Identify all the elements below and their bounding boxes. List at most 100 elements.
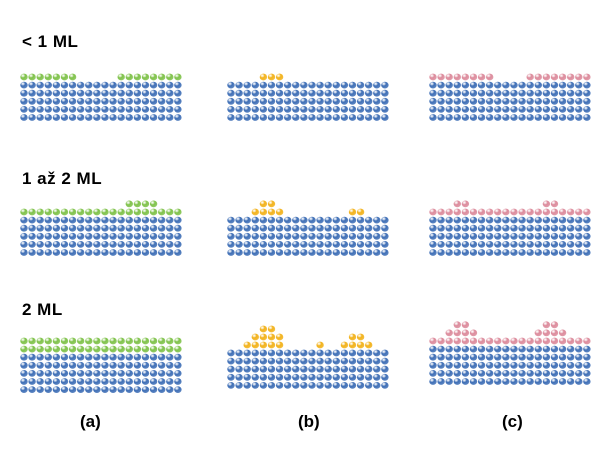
adatom-a [126, 338, 133, 345]
substrate-atom [292, 358, 299, 365]
adatom-b [349, 209, 356, 216]
substrate-atom [357, 249, 364, 256]
substrate-atom [276, 249, 283, 256]
substrate-atom [470, 98, 477, 105]
adatom-c [437, 74, 444, 81]
substrate-atom [559, 249, 566, 256]
adatom-a [93, 209, 100, 216]
substrate-atom [268, 366, 275, 373]
substrate-atom [276, 225, 283, 232]
substrate-atom [244, 217, 251, 224]
substrate-atom [494, 354, 501, 361]
substrate-atom [69, 98, 76, 105]
substrate-atom [77, 233, 84, 240]
substrate-atom [28, 362, 35, 369]
substrate-atom [365, 106, 372, 113]
substrate-atom [446, 90, 453, 97]
substrate-atom [543, 233, 550, 240]
adatom-c [527, 209, 534, 216]
substrate-atom [292, 82, 299, 89]
substrate-atom [325, 225, 332, 232]
substrate-atom [308, 350, 315, 357]
substrate-atom [454, 370, 461, 377]
substrate-atom [252, 114, 259, 121]
substrate-atom [510, 82, 517, 89]
substrate-atom [527, 233, 534, 240]
adatom-c [446, 338, 453, 345]
substrate-atom [134, 370, 141, 377]
adatom-a [166, 338, 173, 345]
substrate-atom [462, 354, 469, 361]
substrate-atom [268, 114, 275, 121]
substrate-atom [446, 106, 453, 113]
adatom-c [535, 330, 542, 337]
substrate-atom [502, 241, 509, 248]
adatom-a [93, 346, 100, 353]
substrate-atom [543, 378, 550, 385]
adatom-c [567, 338, 574, 345]
substrate-atom [543, 249, 550, 256]
substrate-atom [325, 382, 332, 389]
substrate-atom [77, 90, 84, 97]
substrate-atom [292, 106, 299, 113]
substrate-atom [61, 98, 68, 105]
substrate-atom [543, 370, 550, 377]
substrate-atom [543, 90, 550, 97]
substrate-atom [325, 249, 332, 256]
substrate-atom [575, 354, 582, 361]
adatom-a [134, 74, 141, 81]
substrate-atom [518, 217, 525, 224]
substrate-atom [37, 82, 44, 89]
adatom-b [260, 74, 267, 81]
adatom-a [101, 346, 108, 353]
substrate-atom [174, 241, 181, 248]
substrate-atom [37, 378, 44, 385]
substrate-atom [292, 241, 299, 248]
substrate-atom [486, 233, 493, 240]
substrate-atom [150, 114, 157, 121]
adatom-a [28, 346, 35, 353]
substrate-atom [235, 358, 242, 365]
substrate-atom [284, 233, 291, 240]
substrate-atom [45, 241, 52, 248]
substrate-atom [93, 354, 100, 361]
substrate-atom [551, 98, 558, 105]
substrate-atom [93, 90, 100, 97]
substrate-atom [527, 90, 534, 97]
substrate-atom [244, 98, 251, 105]
substrate-atom [244, 374, 251, 381]
substrate-atom [284, 241, 291, 248]
substrate-atom [527, 82, 534, 89]
substrate-atom [502, 106, 509, 113]
substrate-atom [510, 370, 517, 377]
adatom-c [583, 338, 590, 345]
substrate-atom [308, 366, 315, 373]
substrate-atom [437, 362, 444, 369]
adatom-c [559, 74, 566, 81]
substrate-atom [166, 241, 173, 248]
adatom-a [166, 74, 173, 81]
substrate-atom [373, 233, 380, 240]
substrate-atom [118, 362, 125, 369]
substrate-atom [174, 378, 181, 385]
substrate-atom [28, 98, 35, 105]
substrate-atom [470, 82, 477, 89]
substrate-atom [244, 241, 251, 248]
substrate-atom [373, 98, 380, 105]
substrate-atom [535, 370, 542, 377]
substrate-atom [583, 106, 590, 113]
substrate-atom [486, 249, 493, 256]
adatom-c [486, 338, 493, 345]
substrate-atom [333, 358, 340, 365]
substrate-atom [583, 225, 590, 232]
substrate-atom [134, 249, 141, 256]
substrate-atom [61, 225, 68, 232]
substrate-atom [28, 354, 35, 361]
substrate-atom [158, 233, 165, 240]
substrate-atom [53, 241, 60, 248]
substrate-atom [535, 90, 542, 97]
substrate-atom [437, 98, 444, 105]
substrate-atom [510, 362, 517, 369]
adatom-a [109, 346, 116, 353]
substrate-atom [543, 241, 550, 248]
